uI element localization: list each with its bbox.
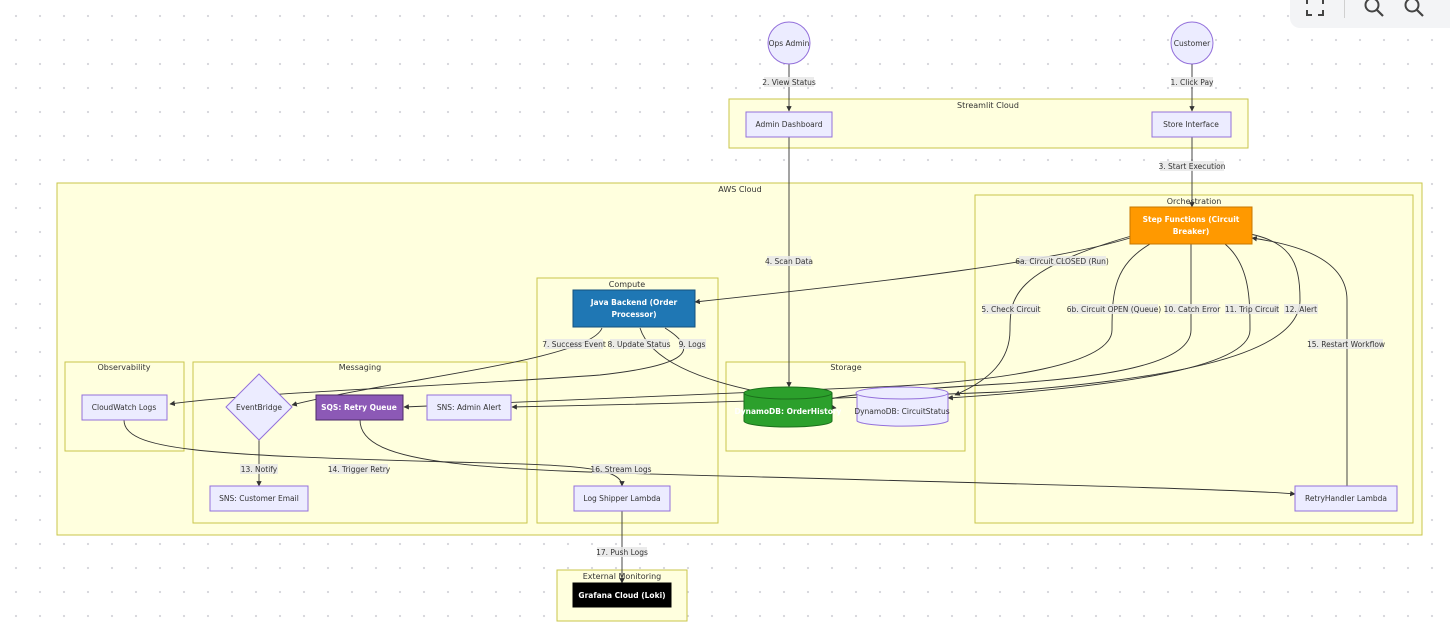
cluster-title-streamlit: Streamlit Cloud: [957, 101, 1019, 110]
edge-circuit-closed: [694, 237, 1131, 305]
node-store-interface-label: Store Interface: [1163, 120, 1219, 129]
node-eventbridge-label: EventBridge: [236, 403, 282, 412]
node-retryhandler-lambda[interactable]: RetryHandler Lambda: [1294, 485, 1398, 512]
node-grafana-cloud[interactable]: Grafana Cloud (Loki): [572, 582, 672, 608]
zoom-in-icon[interactable]: [1363, 0, 1385, 18]
edge-label-e4: 4. Scan Data: [765, 257, 813, 266]
cluster-title-observability: Observability: [97, 363, 150, 372]
edge-update-status: [639, 327, 761, 394]
node-log-shipper-lambda-label: Log Shipper Lambda: [583, 494, 660, 503]
node-sns-admin-alert[interactable]: SNS: Admin Alert: [426, 394, 512, 421]
cluster-title-storage: Storage: [830, 363, 861, 372]
edge-label-e14: 14. Trigger Retry: [328, 465, 391, 474]
node-admin-dashboard-label: Admin Dashboard: [756, 120, 823, 129]
cluster-orchestration: Orchestration: [974, 194, 1414, 524]
edge-labels: 2. View Status 1. Click Pay 3. Start Exe…: [240, 77, 1385, 557]
edge-label-e13: 13. Notify: [241, 465, 278, 474]
edge-label-e6b: 6b. Circuit OPEN (Queue): [1067, 305, 1162, 314]
node-sns-customer-email-label: SNS: Customer Email: [219, 494, 299, 503]
edge-label-e5: 5. Check Circuit: [981, 305, 1040, 314]
node-customer-label: Customer: [1174, 39, 1211, 48]
zoom-controls: [1290, 0, 1450, 28]
edge-label-e10: 10. Catch Error: [1164, 305, 1222, 314]
edge-label-e11: 11. Trip Circuit: [1225, 305, 1279, 314]
node-dynamodb-orderhistory-label: DynamoDB: OrderHistory: [735, 407, 842, 416]
node-store-interface[interactable]: Store Interface: [1151, 111, 1232, 138]
node-sqs-retry-queue[interactable]: SQS: Retry Queue: [315, 394, 404, 421]
edge-label-e7: 7. Success Event: [542, 340, 606, 349]
cluster-title-aws: AWS Cloud: [718, 185, 761, 194]
node-step-functions-label-1: Step Functions (Circuit: [1143, 215, 1240, 224]
node-admin-dashboard[interactable]: Admin Dashboard: [745, 111, 833, 138]
zoom-out-icon[interactable]: [1403, 0, 1425, 18]
edge-label-e9: 9. Logs: [679, 340, 706, 349]
edge-alert: [511, 231, 1301, 410]
node-log-shipper-lambda[interactable]: Log Shipper Lambda: [573, 485, 671, 512]
edge-label-e12: 12. Alert: [1285, 305, 1317, 314]
node-dynamodb-orderhistory[interactable]: DynamoDB: OrderHistory: [735, 386, 842, 428]
edge-label-e15: 15. Restart Workflow: [1307, 340, 1385, 349]
node-dynamodb-circuitstatus-label: DynamoDB: CircuitStatus: [854, 407, 949, 416]
edge-label-e17: 17. Push Logs: [596, 548, 648, 557]
node-grafana-cloud-label: Grafana Cloud (Loki): [578, 591, 665, 600]
cluster-title-messaging: Messaging: [339, 363, 382, 372]
node-sns-customer-email[interactable]: SNS: Customer Email: [209, 485, 309, 512]
edge-restart-workflow: [1251, 236, 1348, 486]
node-retryhandler-lambda-label: RetryHandler Lambda: [1305, 494, 1387, 503]
fullscreen-icon[interactable]: [1304, 0, 1326, 18]
cluster-title-orchestration: Orchestration: [1167, 197, 1222, 206]
edge-label-e8: 8. Update Status: [608, 340, 671, 349]
controls-divider: [1344, 0, 1345, 18]
node-java-backend[interactable]: Java Backend (Order Processor): [572, 289, 696, 328]
edge-label-e2: 2. View Status: [762, 78, 816, 87]
node-eventbridge[interactable]: EventBridge: [225, 373, 293, 441]
edge-label-e6a: 6a. Circuit CLOSED (Run): [1015, 257, 1109, 266]
node-ops-admin-label: Ops Admin: [769, 39, 810, 48]
node-step-functions[interactable]: Step Functions (Circuit Breaker): [1129, 206, 1253, 245]
edge-circuit-open: [403, 243, 1151, 410]
node-step-functions-label-2: Breaker): [1173, 227, 1210, 236]
node-java-backend-label-2: Processor): [611, 310, 656, 319]
node-cloudwatch-logs[interactable]: CloudWatch Logs: [81, 394, 168, 421]
node-customer[interactable]: Customer: [1170, 21, 1214, 65]
node-sns-admin-alert-label: SNS: Admin Alert: [437, 403, 501, 412]
node-dynamodb-circuitstatus[interactable]: DynamoDB: CircuitStatus: [854, 386, 950, 427]
edge-label-e1: 1. Click Pay: [1170, 78, 1214, 87]
edge-label-e3: 3. Start Execution: [1158, 162, 1225, 171]
node-sqs-retry-queue-label: SQS: Retry Queue: [321, 403, 397, 412]
edge-label-e16: 16. Stream Logs: [590, 465, 651, 474]
node-java-backend-label-1: Java Backend (Order: [590, 298, 678, 307]
cluster-title-compute: Compute: [609, 280, 646, 289]
edge-trigger-retry: [359, 419, 1296, 497]
edge-trip-circuit: [947, 243, 1251, 401]
node-ops-admin[interactable]: Ops Admin: [767, 21, 811, 65]
node-cloudwatch-logs-label: CloudWatch Logs: [92, 403, 157, 412]
